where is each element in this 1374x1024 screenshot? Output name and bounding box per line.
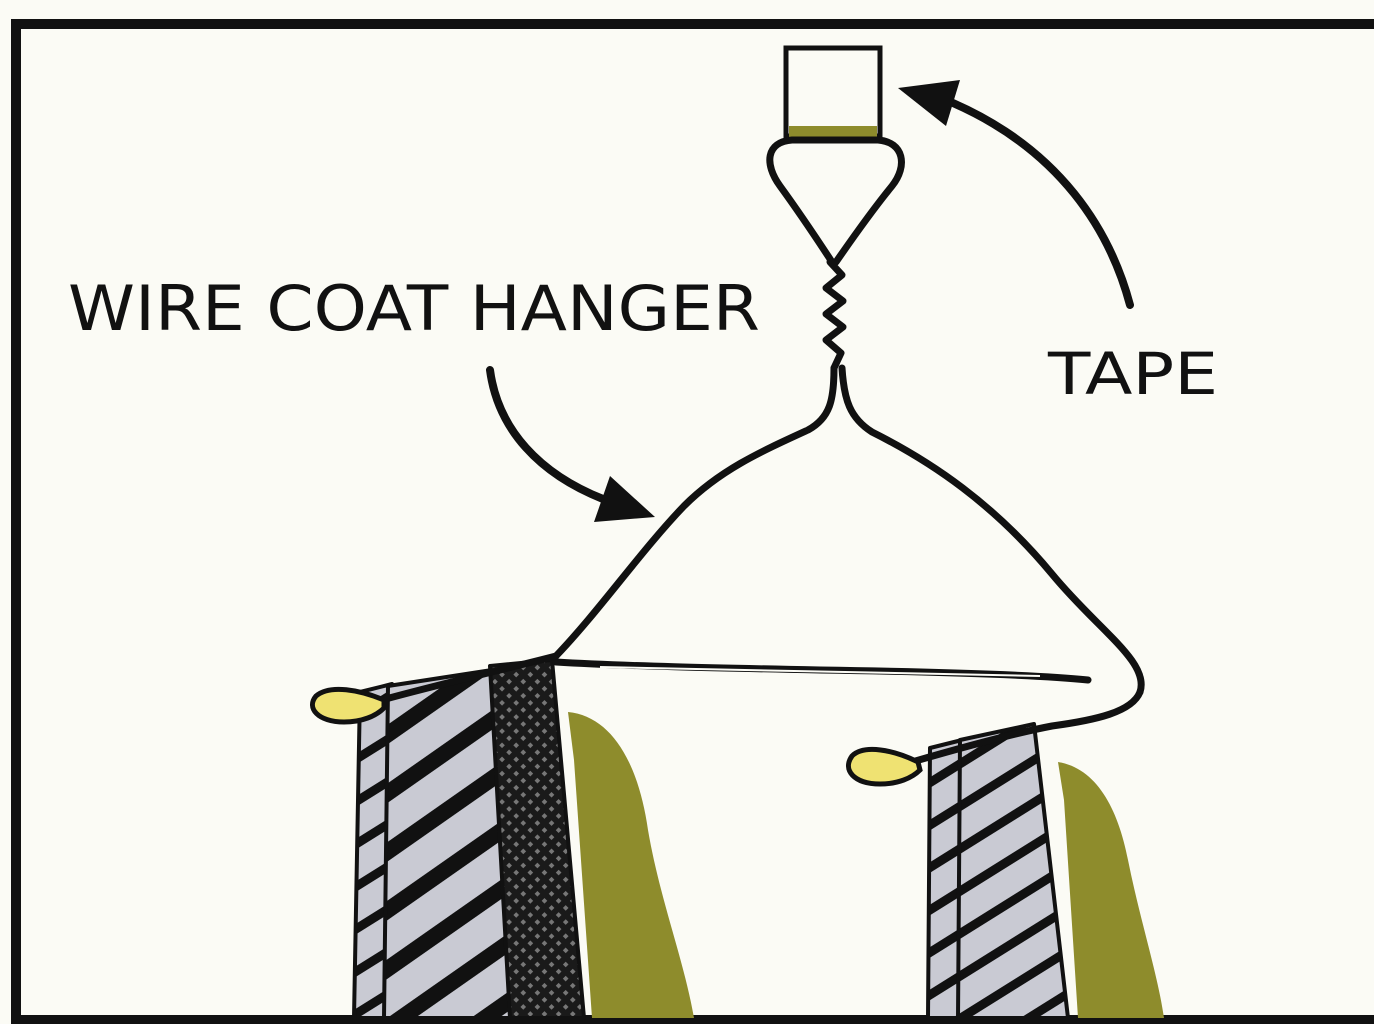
tape-square bbox=[786, 48, 880, 136]
wire-coat-hanger-label: WIRE COAT HANGER bbox=[68, 272, 760, 345]
tape-shadow bbox=[789, 126, 877, 138]
panel-background bbox=[14, 22, 1374, 1020]
left-hook-tip bbox=[312, 689, 384, 722]
tape-label: TAPE bbox=[1047, 340, 1218, 408]
